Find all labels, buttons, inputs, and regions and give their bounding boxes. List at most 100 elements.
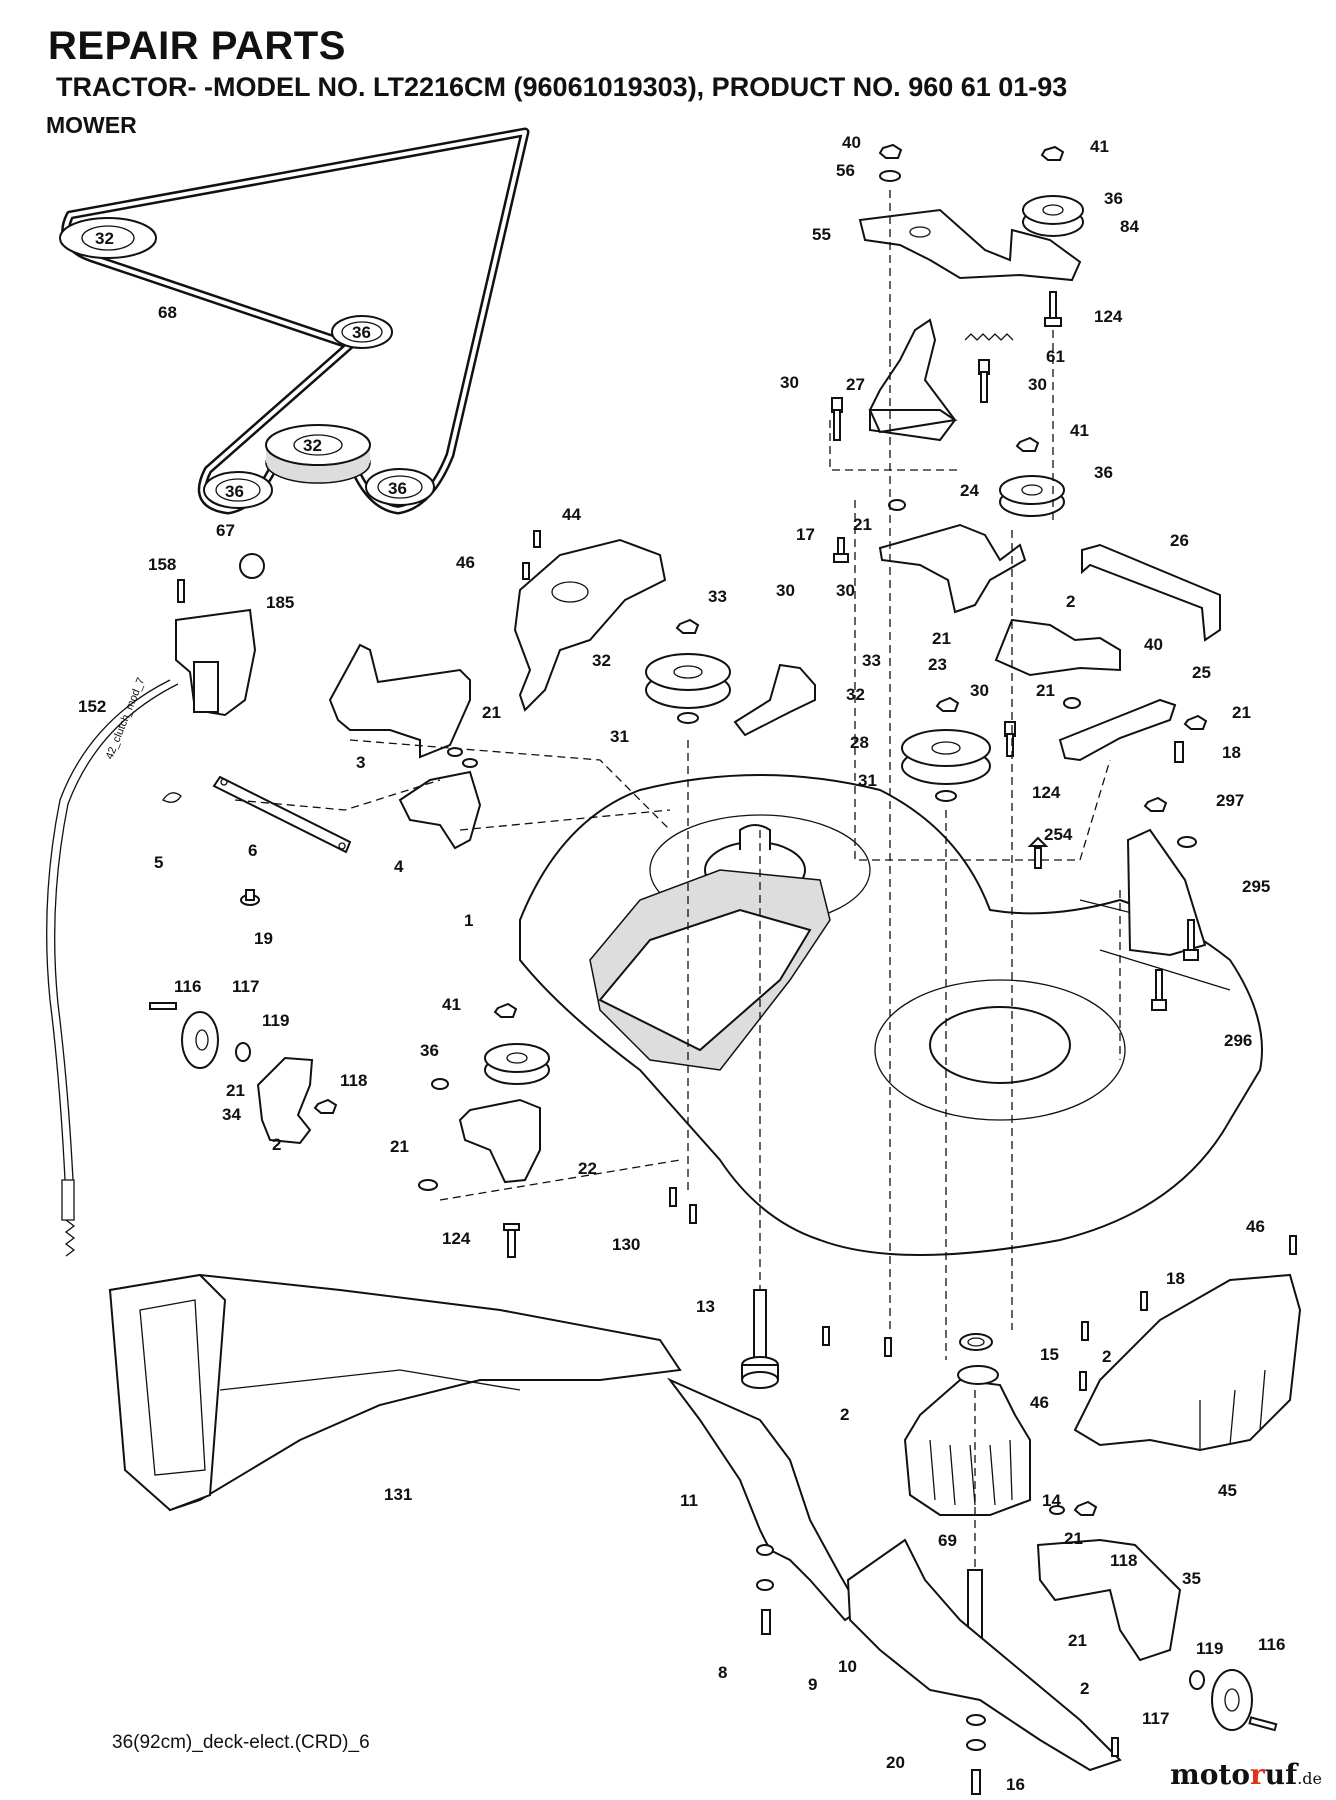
callout-44: 44	[562, 505, 581, 524]
svg-text:36: 36	[225, 482, 244, 501]
washers-10-9	[756, 1544, 986, 1751]
callout-68: 68	[158, 303, 177, 322]
callout-41: 41	[442, 995, 461, 1014]
link-6	[212, 775, 352, 854]
brand-text-r: r	[1250, 1758, 1265, 1791]
callout-84: 84	[1120, 217, 1139, 236]
callout-21: 21	[1036, 681, 1055, 700]
callout-2: 2	[840, 1405, 849, 1424]
clutch-bracket-185	[175, 608, 257, 717]
callout-26: 26	[1170, 531, 1189, 550]
washer-21-upper	[888, 499, 906, 511]
callout-67: 67	[216, 521, 235, 540]
callout-33: 33	[862, 651, 881, 670]
callout-21: 21	[226, 1081, 245, 1100]
nut-41-mid	[1015, 436, 1040, 452]
bolts-2-center	[822, 1321, 1089, 1357]
callout-24: 24	[960, 481, 979, 500]
nut-21-far-right	[1183, 714, 1208, 730]
belt-guard-44	[513, 538, 667, 712]
svg-text:36: 36	[352, 323, 371, 342]
callout-36: 36	[1094, 463, 1113, 482]
callout-61: 61	[1046, 347, 1065, 366]
callout-36: 36	[420, 1041, 439, 1060]
mower-deck-1	[519, 774, 1263, 1256]
callout-8: 8	[718, 1663, 727, 1682]
bolts-46-18-right	[1079, 1235, 1297, 1391]
callout-14: 14	[1042, 1491, 1061, 1510]
callout-152: 152	[78, 697, 106, 716]
callout-69: 69	[938, 1531, 957, 1550]
pulley-36-lower	[484, 1043, 550, 1085]
gauge-wheel-117-left	[181, 1011, 219, 1069]
callout-2: 2	[1066, 592, 1075, 611]
callout-254: 254	[1044, 825, 1073, 844]
callout-31: 31	[858, 771, 877, 790]
bracket-27	[868, 318, 958, 442]
nut-33-right	[935, 696, 960, 712]
callout-46: 46	[456, 553, 475, 572]
washer-31-right	[935, 790, 957, 802]
pulley-36-upper	[1022, 195, 1084, 237]
brand-domain: .de	[1297, 1769, 1322, 1788]
callout-45: 45	[1218, 1481, 1237, 1500]
callout-131: 131	[384, 1485, 412, 1504]
bracket-34	[256, 1056, 314, 1145]
callout-185: 185	[266, 593, 294, 612]
callout-30: 30	[970, 681, 989, 700]
callout-55: 55	[812, 225, 831, 244]
pulley-36-left: 36	[203, 471, 273, 509]
callout-124: 124	[442, 1229, 471, 1248]
callout-11: 11	[680, 1491, 698, 1510]
callout-labels: 40 56 41 36 84 55 124 61 30 27 30 41 36 …	[78, 133, 1285, 1794]
callout-30: 30	[776, 581, 795, 600]
bearing-15	[959, 1333, 993, 1351]
callout-28: 28	[850, 733, 869, 752]
callout-46: 46	[1030, 1393, 1049, 1412]
callout-6: 6	[248, 841, 257, 860]
bolts-296	[1151, 919, 1199, 1011]
callout-32: 32	[592, 651, 611, 670]
belt-guide-67	[239, 553, 265, 579]
callout-30: 30	[780, 373, 799, 392]
clip-5	[162, 792, 182, 803]
alignment-lines	[234, 190, 1121, 1570]
callout-33: 33	[708, 587, 727, 606]
pulley-32-deck-left	[645, 653, 731, 709]
callout-35: 35	[1182, 1569, 1201, 1588]
callout-20: 20	[886, 1753, 905, 1772]
washers-21-lower	[418, 1078, 449, 1191]
bolt-116-right	[1248, 1716, 1278, 1732]
bracket-28	[733, 663, 816, 737]
grass-chute-131	[108, 1273, 682, 1512]
bolt-116-left	[149, 1002, 177, 1010]
drawing-reference: 36(92cm)_deck-elect.(CRD)_6	[112, 1732, 370, 1753]
brand-text-1: moto	[1170, 1758, 1251, 1791]
spindle-housing-14	[903, 1365, 1031, 1516]
callout-18: 18	[1222, 743, 1241, 762]
callout-32: 32	[846, 685, 865, 704]
callout-2: 2	[1102, 1347, 1111, 1366]
callout-21: 21	[932, 629, 951, 648]
callout-41: 41	[1090, 137, 1109, 156]
bolt-46-guard	[522, 530, 541, 580]
svg-text:42_clutch_mod_7: 42_clutch_mod_7	[104, 676, 148, 761]
callout-21: 21	[853, 515, 872, 534]
svg-text:32: 32	[303, 436, 322, 455]
brand-logo[interactable]: motoruf.de	[1170, 1758, 1322, 1791]
callout-15: 15	[1040, 1345, 1059, 1364]
bolt-30-right	[978, 359, 990, 403]
nut-118-left	[313, 1098, 338, 1114]
svg-text:36: 36	[388, 479, 407, 498]
bolt-30-deck	[1004, 721, 1016, 757]
spring-61	[964, 333, 1014, 341]
callout-297: 297	[1216, 791, 1244, 810]
callout-4: 4	[394, 857, 404, 876]
bracket-35	[1036, 1538, 1182, 1662]
clutch-cable-152: 42_clutch_mod_7	[46, 676, 179, 1257]
model-subtitle: TRACTOR- -MODEL NO. LT2216CM (9606101930…	[56, 72, 1068, 102]
washer-21-right	[1063, 697, 1081, 709]
callout-3: 3	[356, 753, 365, 772]
washer-119-left	[235, 1042, 251, 1062]
bolts-8-20	[761, 1609, 981, 1795]
